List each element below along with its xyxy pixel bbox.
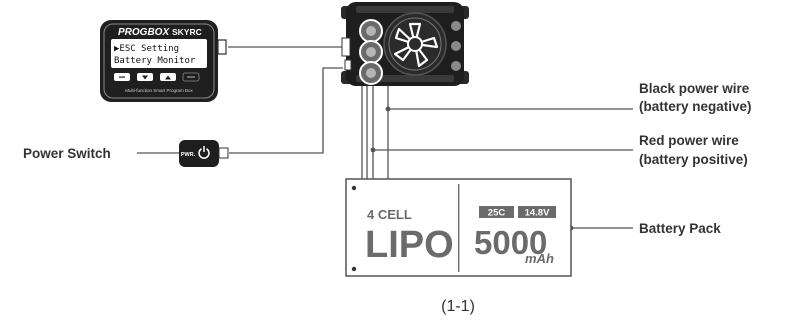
progbox-screen-line2: Battery Monitor: [114, 56, 196, 66]
progbox-bezel: [103, 23, 215, 99]
battery-voltage: 14.8V: [525, 208, 550, 219]
progbox-screen-line1: ▶ESC Setting: [114, 44, 179, 54]
progbox-device: PROGBOX SKYRC ▶ESC Setting Battery Monit…: [100, 20, 227, 102]
esc-fan: [383, 12, 447, 76]
red-wire-label-line2: (battery positive): [639, 152, 748, 167]
esc-device: [341, 2, 469, 86]
ok-icon: [182, 72, 200, 82]
progbox-maker: SKYRC: [172, 27, 202, 37]
progbox-footer: Multi-function Smart Program Box: [125, 88, 193, 93]
down-icon: [137, 73, 153, 81]
wiring: [137, 46, 633, 270]
battery-voltage-badge: [518, 206, 556, 218]
motor-terminals: [359, 19, 383, 85]
red-wire-junction: [370, 147, 376, 153]
black-wire-label-line1: Black power wire: [639, 81, 750, 96]
figure-caption: (1-1): [441, 298, 475, 315]
battery-chemistry: LIPO: [365, 224, 454, 266]
battery-capacity-unit: mAh: [525, 251, 554, 266]
up-icon: [160, 73, 176, 81]
battery-c-rating-badge: [479, 206, 514, 218]
black-wire-label-line2: (battery negative): [639, 99, 752, 114]
power-switch-label: Power Switch: [23, 146, 111, 161]
progbox-buttons: [114, 72, 200, 82]
battery-cells: 4 CELL: [367, 207, 412, 222]
battery-pack: 4 CELL LIPO 25C 14.8V 5000 mAh: [345, 178, 572, 277]
power-switch-device: PWR.: [179, 140, 229, 167]
black-wire-junction: [385, 106, 391, 112]
battery-c-rating: 25C: [488, 208, 506, 219]
power-switch-cable: [229, 67, 343, 154]
progbox-screen: [111, 39, 207, 68]
red-wire-label-line1: Red power wire: [639, 133, 739, 148]
esc-signal-port: [341, 37, 351, 57]
minus-icon: [114, 73, 130, 81]
power-switch-badge: PWR.: [181, 152, 196, 158]
progbox-brand: PROGBOX: [118, 27, 170, 38]
battery-capacity: 5000: [474, 224, 547, 261]
battery-divider: [458, 184, 460, 272]
progbox-connector: [217, 39, 227, 55]
esc-switch-port: [344, 59, 352, 71]
power-icon: [198, 146, 210, 159]
power-switch-connector: [218, 147, 229, 159]
battery-pack-label: Battery Pack: [639, 221, 721, 236]
esc-top-rail: [356, 6, 454, 13]
